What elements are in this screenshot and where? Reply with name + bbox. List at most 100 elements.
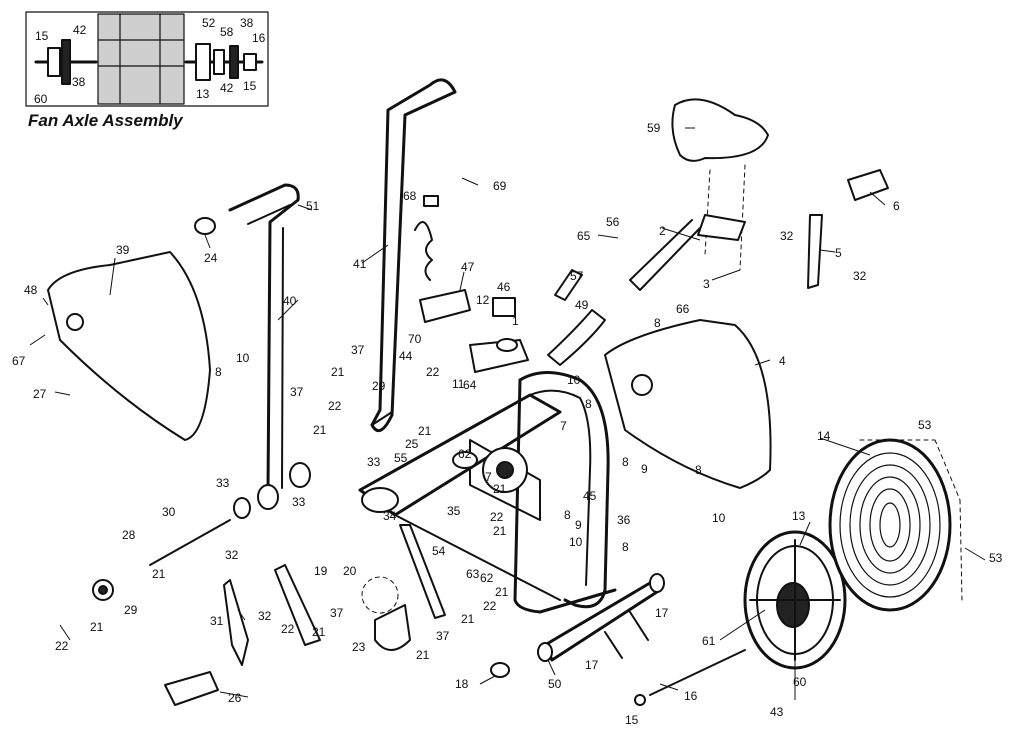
callout-28: 28 [122, 528, 136, 542]
callout-21e: 21 [493, 524, 507, 538]
callout-5: 5 [835, 246, 842, 260]
callout-56: 56 [606, 215, 620, 229]
handlebar-left-51 [228, 183, 300, 492]
callout-38b: 38 [240, 16, 254, 30]
cable-68 [414, 221, 433, 281]
callout-70: 70 [408, 332, 422, 346]
frame-loop-outer [518, 371, 610, 609]
callout-7: 7 [485, 470, 492, 484]
callout-50: 50 [548, 677, 562, 691]
callout-22d: 22 [483, 599, 497, 613]
callout-22c: 22 [490, 510, 504, 524]
inset-wall [97, 13, 185, 105]
callout-29b: 29 [124, 603, 138, 617]
callout-64: 64 [463, 378, 477, 392]
pedal-26 [164, 671, 219, 706]
console-47 [419, 289, 471, 323]
callout-15b: 15 [243, 79, 257, 93]
frame-rear-upright [513, 378, 617, 614]
axle-16 [649, 649, 746, 696]
callout-23: 23 [352, 640, 366, 654]
bushing-33-b [257, 484, 279, 510]
callout-30: 30 [162, 505, 176, 519]
callout-21h: 21 [416, 648, 430, 662]
side-shield-right-4 [604, 319, 772, 489]
callout-44: 44 [399, 349, 413, 363]
callout-37d: 37 [330, 606, 344, 620]
callout-21b: 21 [313, 423, 327, 437]
nut-15 [634, 694, 646, 706]
callout-67: 67 [12, 354, 26, 368]
callout-35: 35 [447, 504, 461, 518]
callout-13b: 13 [792, 509, 806, 523]
washer-33 [233, 497, 251, 519]
callout-21k: 21 [90, 620, 104, 634]
callout-58: 58 [220, 25, 234, 39]
callout-33b: 33 [216, 476, 230, 490]
callout-46: 46 [497, 280, 511, 294]
callout-54: 54 [432, 544, 446, 558]
crank-arm-5 [807, 214, 823, 289]
callout-43: 43 [770, 705, 784, 719]
end-cap-18 [490, 662, 510, 678]
bushing-33-a [289, 462, 311, 488]
callout-21j: 21 [152, 567, 166, 581]
callout-39: 39 [116, 243, 130, 257]
fan-cage-14 [828, 438, 952, 612]
callout-25: 25 [405, 437, 419, 451]
callout-21d: 21 [493, 482, 507, 496]
callout-42: 42 [73, 23, 87, 37]
callout-53b: 53 [989, 551, 1003, 565]
callout-15: 15 [35, 29, 49, 43]
bearing-55 [452, 451, 478, 469]
callout-45: 45 [583, 489, 597, 503]
callout-32d: 32 [258, 609, 272, 623]
cap-57 [554, 269, 583, 301]
callout-34: 34 [383, 509, 397, 523]
callout-8b: 8 [585, 397, 592, 411]
callout-26: 26 [228, 691, 242, 705]
callout-55: 55 [394, 451, 408, 465]
callout-62b: 62 [480, 571, 494, 585]
callout-53: 53 [918, 418, 932, 432]
chain-20 [361, 576, 399, 614]
axle-30 [149, 519, 231, 566]
callout-1: 1 [512, 314, 519, 328]
callout-8: 8 [215, 365, 222, 379]
callout-36: 36 [617, 513, 631, 527]
callout-22e: 22 [281, 622, 295, 636]
callout-62: 62 [458, 447, 472, 461]
callout-10c: 10 [569, 535, 583, 549]
callout-8c: 8 [622, 455, 629, 469]
callout-49: 49 [575, 298, 589, 312]
callout-16: 16 [252, 31, 266, 45]
callout-51: 51 [306, 199, 320, 213]
callout-18: 18 [455, 677, 469, 691]
side-shield-left-39 [47, 251, 211, 441]
callout-9: 9 [641, 462, 648, 476]
handlebar-right-41 [370, 78, 457, 433]
pedal-6 [847, 169, 889, 201]
callout-17: 17 [655, 606, 669, 620]
callout-52: 52 [202, 16, 216, 30]
callout-13: 13 [196, 87, 210, 101]
inset-frame [25, 11, 269, 107]
callout-37c: 37 [436, 629, 450, 643]
frame-loop-inner [529, 389, 592, 586]
callout-10d: 10 [712, 511, 726, 525]
callout-66: 66 [676, 302, 690, 316]
callout-60b: 60 [793, 675, 807, 689]
callout-12: 12 [476, 293, 490, 307]
callout-22f: 22 [55, 639, 69, 653]
callout-32c: 32 [225, 548, 239, 562]
callout-32: 32 [780, 229, 794, 243]
callout-21c: 21 [418, 424, 432, 438]
seat-bracket [697, 214, 746, 241]
callout-47: 47 [461, 260, 475, 274]
callout-29: 29 [372, 379, 386, 393]
crank-arm-31 [223, 579, 249, 666]
callout-61: 61 [702, 634, 716, 648]
sensor-46 [492, 297, 516, 317]
end-cap-24 [194, 217, 216, 235]
